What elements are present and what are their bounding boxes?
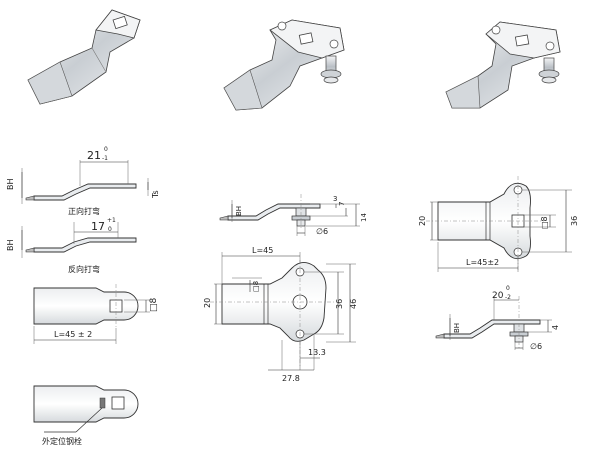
- long-side-dim-20-tol-low: -2: [505, 294, 511, 301]
- long-plan-view: [426, 176, 572, 272]
- reverse-bend-caption: 反向打弯: [68, 264, 100, 274]
- forward-length-tol-low: -1: [102, 155, 108, 162]
- long-side-phi6: ∅6: [530, 342, 542, 351]
- pinned-plan-width: 20: [203, 298, 212, 308]
- pinned-dim-14: 14: [360, 213, 368, 222]
- simple-square-dim: □8: [149, 297, 159, 312]
- outer-pin-caption: 外定位钢栓: [42, 436, 82, 446]
- long-plan-square: □8: [540, 216, 549, 229]
- pinned-plan-dim-36: 36: [335, 299, 344, 309]
- long-side-stud: [509, 296, 529, 348]
- cam-3d-view-pinned: [223, 19, 345, 111]
- pinned-side-stud: [291, 194, 311, 230]
- reverse-bend-side-view: [21, 222, 137, 258]
- reverse-bh-label: BH: [6, 239, 15, 251]
- reverse-length-tol-low: 0: [108, 226, 112, 233]
- forward-bh-label: BH: [6, 178, 15, 190]
- forward-bend-side-view: [21, 160, 149, 204]
- pinned-phi6: ∅6: [316, 227, 328, 236]
- pinned-stud: [320, 55, 342, 84]
- long-side-view: [435, 296, 552, 350]
- simple-length-dim: L=45 ± 2: [54, 330, 92, 339]
- reverse-length-tol-up: +1: [107, 217, 116, 224]
- long-plan-length: L=45±2: [466, 258, 499, 267]
- plan-view-outer-pin: [33, 385, 139, 433]
- pinned-plan-dim-46: 46: [349, 299, 358, 309]
- forward-length-dim: 21: [87, 149, 101, 162]
- long-side-bh: BH: [453, 323, 461, 333]
- plan-view-simple: [33, 284, 150, 344]
- pinned-side-view: [219, 194, 360, 236]
- pinned-plan-dim-27-8: 27.8: [282, 374, 300, 383]
- long-side-dim-4: 4: [551, 325, 560, 330]
- reverse-length-dim: 17: [91, 220, 105, 233]
- cam-3d-view-long: [445, 21, 561, 109]
- long-side-dim-20-tol-up: 0: [506, 285, 510, 292]
- pinned-plan-view: [210, 252, 356, 371]
- pinned-dim-3: 3: [333, 195, 337, 203]
- forward-ts-label: Ts: [151, 190, 160, 199]
- pinned-dim-7: 7: [338, 202, 346, 206]
- long-plan-dim-36: 36: [570, 216, 579, 226]
- long-plan-width: 20: [418, 216, 427, 226]
- long-side-dim-20: 20: [492, 291, 504, 301]
- pinned-plan-length: L=45: [252, 246, 273, 255]
- long-stud: [538, 57, 560, 84]
- forward-bend-caption: 正向打弯: [68, 206, 100, 216]
- pinned-plan-dim-13-3: 13.3: [308, 348, 326, 357]
- pinned-plan-square: □8: [252, 281, 260, 292]
- cam-3d-view-simple: [27, 9, 141, 105]
- forward-length-tol-up: 0: [104, 146, 108, 153]
- pinned-bh-label: BH: [235, 206, 243, 216]
